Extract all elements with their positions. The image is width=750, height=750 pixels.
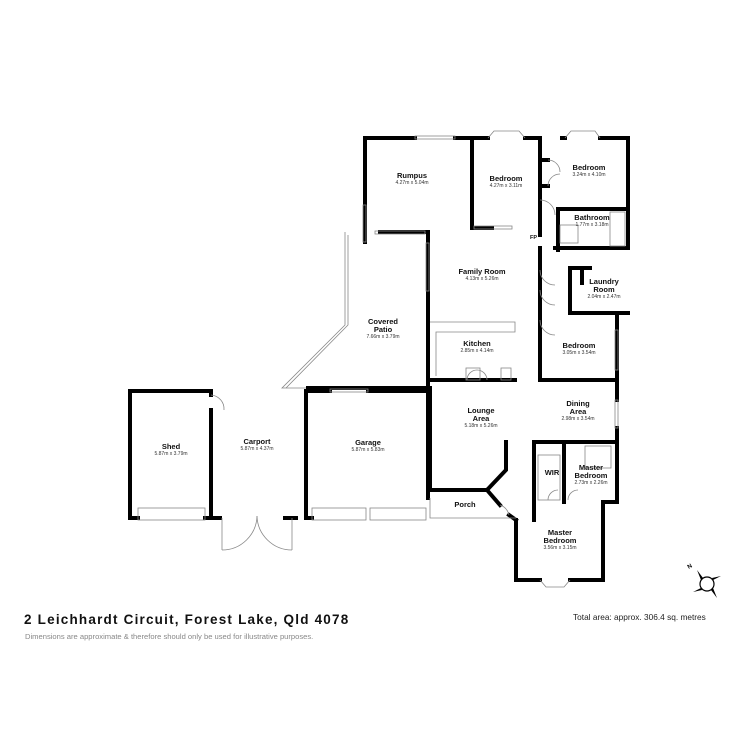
room-garage: Garage 5.87m x 5.83m [351, 438, 385, 454]
room-shed: Shed 5.87m x 3.79m [154, 442, 188, 458]
room-carport: Carport 5.87m x 4.37m [240, 437, 274, 453]
thin-lines [137, 130, 626, 588]
compass-icon [693, 570, 721, 598]
room-laundry: Laundry Room 2.04m x 2.47m [587, 277, 621, 301]
room-bedroom-2: Bedroom 4.27m x 3.11m [489, 174, 523, 190]
room-family: Family Room 4.13m x 5.26m [458, 267, 506, 283]
room-lounge: Lounge Area 5.18m x 5.26m [464, 406, 498, 430]
room-dining: Dining Area 2.98m x 3.54m [561, 399, 595, 423]
total-area: Total area: approx. 306.4 sq. metres [573, 612, 706, 622]
disclaimer-text: Dimensions are approximate & therefore s… [25, 632, 314, 641]
room-covered-patio: Covered Patio 7.66m x 3.79m [366, 317, 400, 341]
room-kitchen: Kitchen 2.85m x 4.14m [460, 339, 494, 355]
thick-walls [128, 136, 630, 582]
room-ensuite: Master Bedroom 2.73m x 2.26m [574, 463, 608, 487]
room-rumpus: Rumpus 4.27m x 5.04m [395, 171, 429, 187]
room-wir: WIR [544, 468, 560, 477]
room-porch: Porch [454, 500, 476, 509]
room-bedroom-3: Bedroom 3.05m x 3.54m [562, 341, 596, 357]
room-master-bedroom: Master Bedroom 3.56m x 3.15m [543, 528, 577, 552]
property-address: 2 Leichhardt Circuit, Forest Lake, Qld 4… [24, 612, 350, 627]
room-bedroom-1: Bedroom 3.24m x 4.10m [572, 163, 606, 179]
room-bathroom: Bathroom 1.77m x 3.18m [574, 213, 610, 229]
fireplace-label: FP [530, 235, 538, 241]
